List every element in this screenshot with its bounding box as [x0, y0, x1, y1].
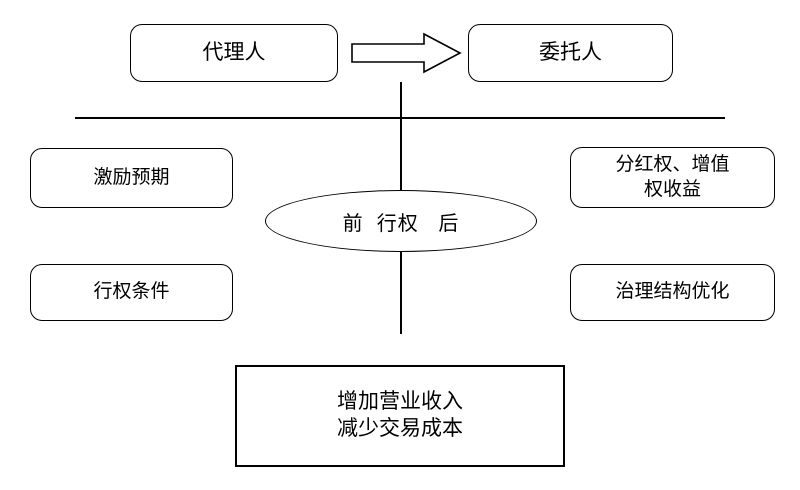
node-exercise-stage-label: 前 行权 后	[342, 212, 460, 235]
node-dividend-rights[interactable]: 分红权、增值 权收益	[570, 147, 775, 208]
node-exercise-condition[interactable]: 行权条件	[30, 264, 233, 321]
node-dividend-rights-label: 分红权、增值 权收益	[615, 154, 730, 200]
node-agent-label: 代理人	[202, 40, 266, 64]
node-exercise-condition-label: 行权条件	[93, 281, 170, 303]
node-principal-label: 委托人	[539, 40, 602, 64]
node-outcome-label: 增加营业收入 减少交易成本	[337, 390, 463, 440]
node-governance-optimization[interactable]: 治理结构优化	[570, 264, 775, 321]
node-governance-optimization-label: 治理结构优化	[615, 281, 730, 303]
node-incentive-expectation[interactable]: 激励预期	[30, 148, 233, 208]
node-incentive-expectation-label: 激励预期	[93, 166, 170, 188]
node-exercise-stage[interactable]: 前 行权 后	[265, 190, 537, 252]
node-outcome[interactable]: 增加营业收入 减少交易成本	[235, 365, 565, 467]
node-principal[interactable]: 委托人	[468, 24, 673, 82]
node-agent[interactable]: 代理人	[130, 24, 338, 82]
block-arrow-right-icon	[350, 32, 462, 74]
